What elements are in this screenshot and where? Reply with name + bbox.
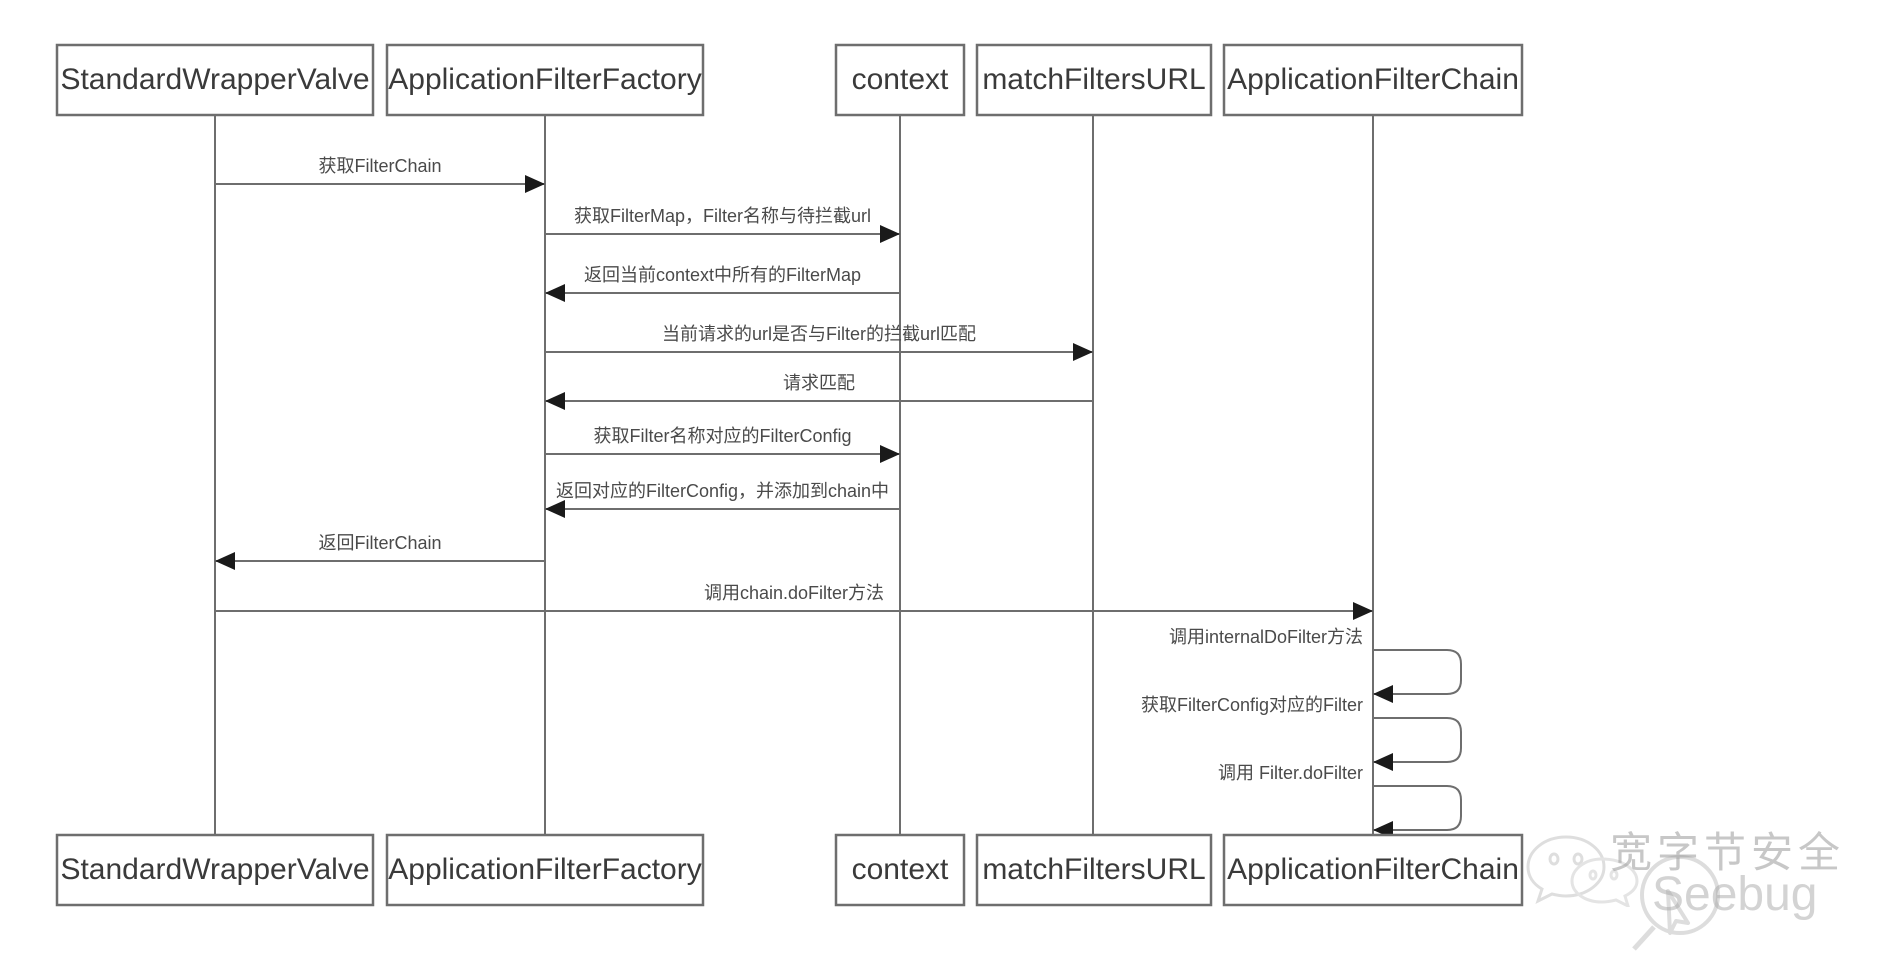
- participant-box-header-applicationFilterChain[interactable]: ApplicationFilterChain: [1222, 43, 1524, 117]
- participant-label-standardWrapperValve: StandardWrapperValve: [60, 853, 369, 886]
- self-message-10: 调用internalDoFilter方法: [1169, 627, 1462, 703]
- message-2: 获取FilterMap，Filter名称与待拦截url: [545, 206, 900, 243]
- self-message-label: 获取FilterConfig对应的Filter: [1141, 695, 1363, 715]
- arrow-head: [215, 552, 235, 570]
- participant-box-rect: [385, 833, 705, 907]
- message-label: 调用chain.doFilter方法: [704, 583, 884, 603]
- arrow-head: [1353, 602, 1373, 620]
- participant-label-applicationFilterChain: ApplicationFilterChain: [1227, 63, 1519, 96]
- participant-box-rect: [385, 43, 705, 117]
- self-message-loop: [1373, 785, 1462, 831]
- participant-box-rect: [55, 43, 375, 117]
- message-6: 获取Filter名称对应的FilterConfig: [545, 426, 900, 463]
- message-label: 返回对应的FilterConfig，并添加到chain中: [556, 481, 889, 501]
- message-label: 获取FilterChain: [318, 156, 441, 176]
- arrow-head: [545, 500, 565, 518]
- arrow-head: [1373, 685, 1393, 703]
- message-8: 返回FilterChain: [215, 533, 545, 570]
- message-label: 请求匹配: [783, 373, 855, 393]
- participant-label-applicationFilterFactory: ApplicationFilterFactory: [388, 63, 701, 96]
- participant-box-footer-context[interactable]: context: [834, 833, 966, 907]
- self-message-loop: [1373, 717, 1462, 763]
- message-label: 返回FilterChain: [318, 533, 441, 553]
- participant-box-header-applicationFilterFactory[interactable]: ApplicationFilterFactory: [385, 43, 705, 117]
- participant-box-footer-applicationFilterChain[interactable]: ApplicationFilterChain: [1222, 833, 1524, 907]
- participant-label-matchFiltersURL: matchFiltersURL: [982, 853, 1205, 886]
- message-9: 调用chain.doFilter方法: [215, 583, 1373, 620]
- self-messages-group: 调用internalDoFilter方法获取FilterConfig对应的Fil…: [1141, 627, 1462, 839]
- message-5: 请求匹配: [545, 373, 1093, 410]
- self-message-12: 调用 Filter.doFilter: [1218, 763, 1462, 839]
- self-message-11: 获取FilterConfig对应的Filter: [1141, 695, 1462, 771]
- arrow-head: [880, 445, 900, 463]
- participant-label-matchFiltersURL: matchFiltersURL: [982, 63, 1205, 96]
- arrow-head: [880, 225, 900, 243]
- participant-box-footer-standardWrapperValve[interactable]: StandardWrapperValve: [55, 833, 375, 907]
- messages-group: 获取FilterChain 获取FilterMap，Filter名称与待拦截url…: [215, 156, 1373, 620]
- participant-label-context: context: [852, 63, 949, 96]
- participant-box-rect: [975, 43, 1213, 117]
- self-message-label: 调用internalDoFilter方法: [1169, 627, 1363, 647]
- message-3: 返回当前context中所有的FilterMap: [545, 265, 900, 302]
- participant-box-footer-matchFiltersURL[interactable]: matchFiltersURL: [975, 833, 1213, 907]
- participant-label-standardWrapperValve: StandardWrapperValve: [60, 63, 369, 96]
- message-label: 当前请求的url是否与Filter的拦截url匹配: [662, 324, 976, 344]
- arrow-head: [1073, 343, 1093, 361]
- participant-label-applicationFilterFactory: ApplicationFilterFactory: [388, 853, 701, 886]
- message-7: 返回对应的FilterConfig，并添加到chain中: [545, 481, 900, 518]
- participant-label-context: context: [852, 853, 949, 886]
- participant-box-rect: [834, 833, 966, 907]
- participant-box-rect: [1222, 833, 1524, 907]
- participant-box-header-context[interactable]: context: [834, 43, 966, 117]
- participant-box-rect: [834, 43, 966, 117]
- participant-box-header-standardWrapperValve[interactable]: StandardWrapperValve: [55, 43, 375, 117]
- participant-box-rect: [1222, 43, 1524, 117]
- arrow-head: [1373, 753, 1393, 771]
- participant-label-applicationFilterChain: ApplicationFilterChain: [1227, 853, 1519, 886]
- participant-box-header-matchFiltersURL[interactable]: matchFiltersURL: [975, 43, 1213, 117]
- arrow-head: [525, 175, 545, 193]
- message-label: 获取Filter名称对应的FilterConfig: [593, 426, 851, 446]
- self-message-label: 调用 Filter.doFilter: [1218, 763, 1363, 783]
- message-4: 当前请求的url是否与Filter的拦截url匹配: [545, 324, 1093, 361]
- message-label: 获取FilterMap，Filter名称与待拦截url: [574, 206, 871, 226]
- arrow-head: [545, 392, 565, 410]
- self-message-loop: [1373, 649, 1462, 695]
- arrow-head: [545, 284, 565, 302]
- message-1: 获取FilterChain: [215, 156, 545, 193]
- participant-box-rect: [55, 833, 375, 907]
- participant-boxes-group: StandardWrapperValveStandardWrapperValve…: [55, 43, 1524, 907]
- participant-box-rect: [975, 833, 1213, 907]
- participant-box-footer-applicationFilterFactory[interactable]: ApplicationFilterFactory: [385, 833, 705, 907]
- message-label: 返回当前context中所有的FilterMap: [584, 265, 861, 285]
